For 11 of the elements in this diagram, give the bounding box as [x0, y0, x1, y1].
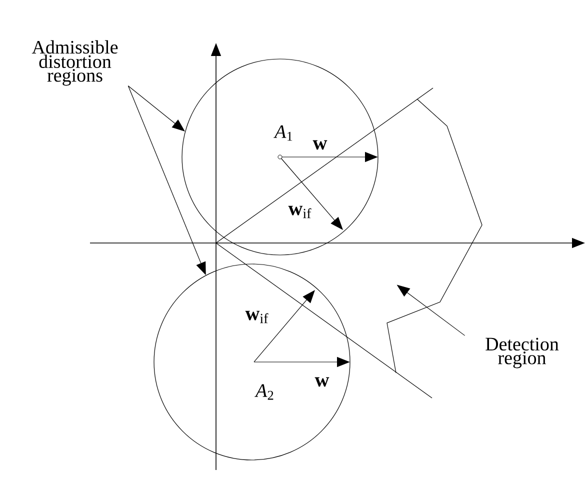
math-label: w$_{if}$: [245, 310, 268, 324]
math-label: w$_{if}$: [288, 206, 312, 218]
math-label: w: [312, 140, 328, 150]
math-label: w: [314, 377, 330, 387]
distortion-circle: [154, 264, 350, 460]
math-label: A$_{2}$: [254, 384, 274, 400]
distortion-circle: [182, 58, 378, 256]
region-label: Detection region: [486, 338, 559, 368]
math-label: A$_{1}$: [274, 125, 292, 141]
detection-region-boundary: [386, 98, 482, 374]
region-label: Admissible distortion regions: [32, 40, 118, 86]
